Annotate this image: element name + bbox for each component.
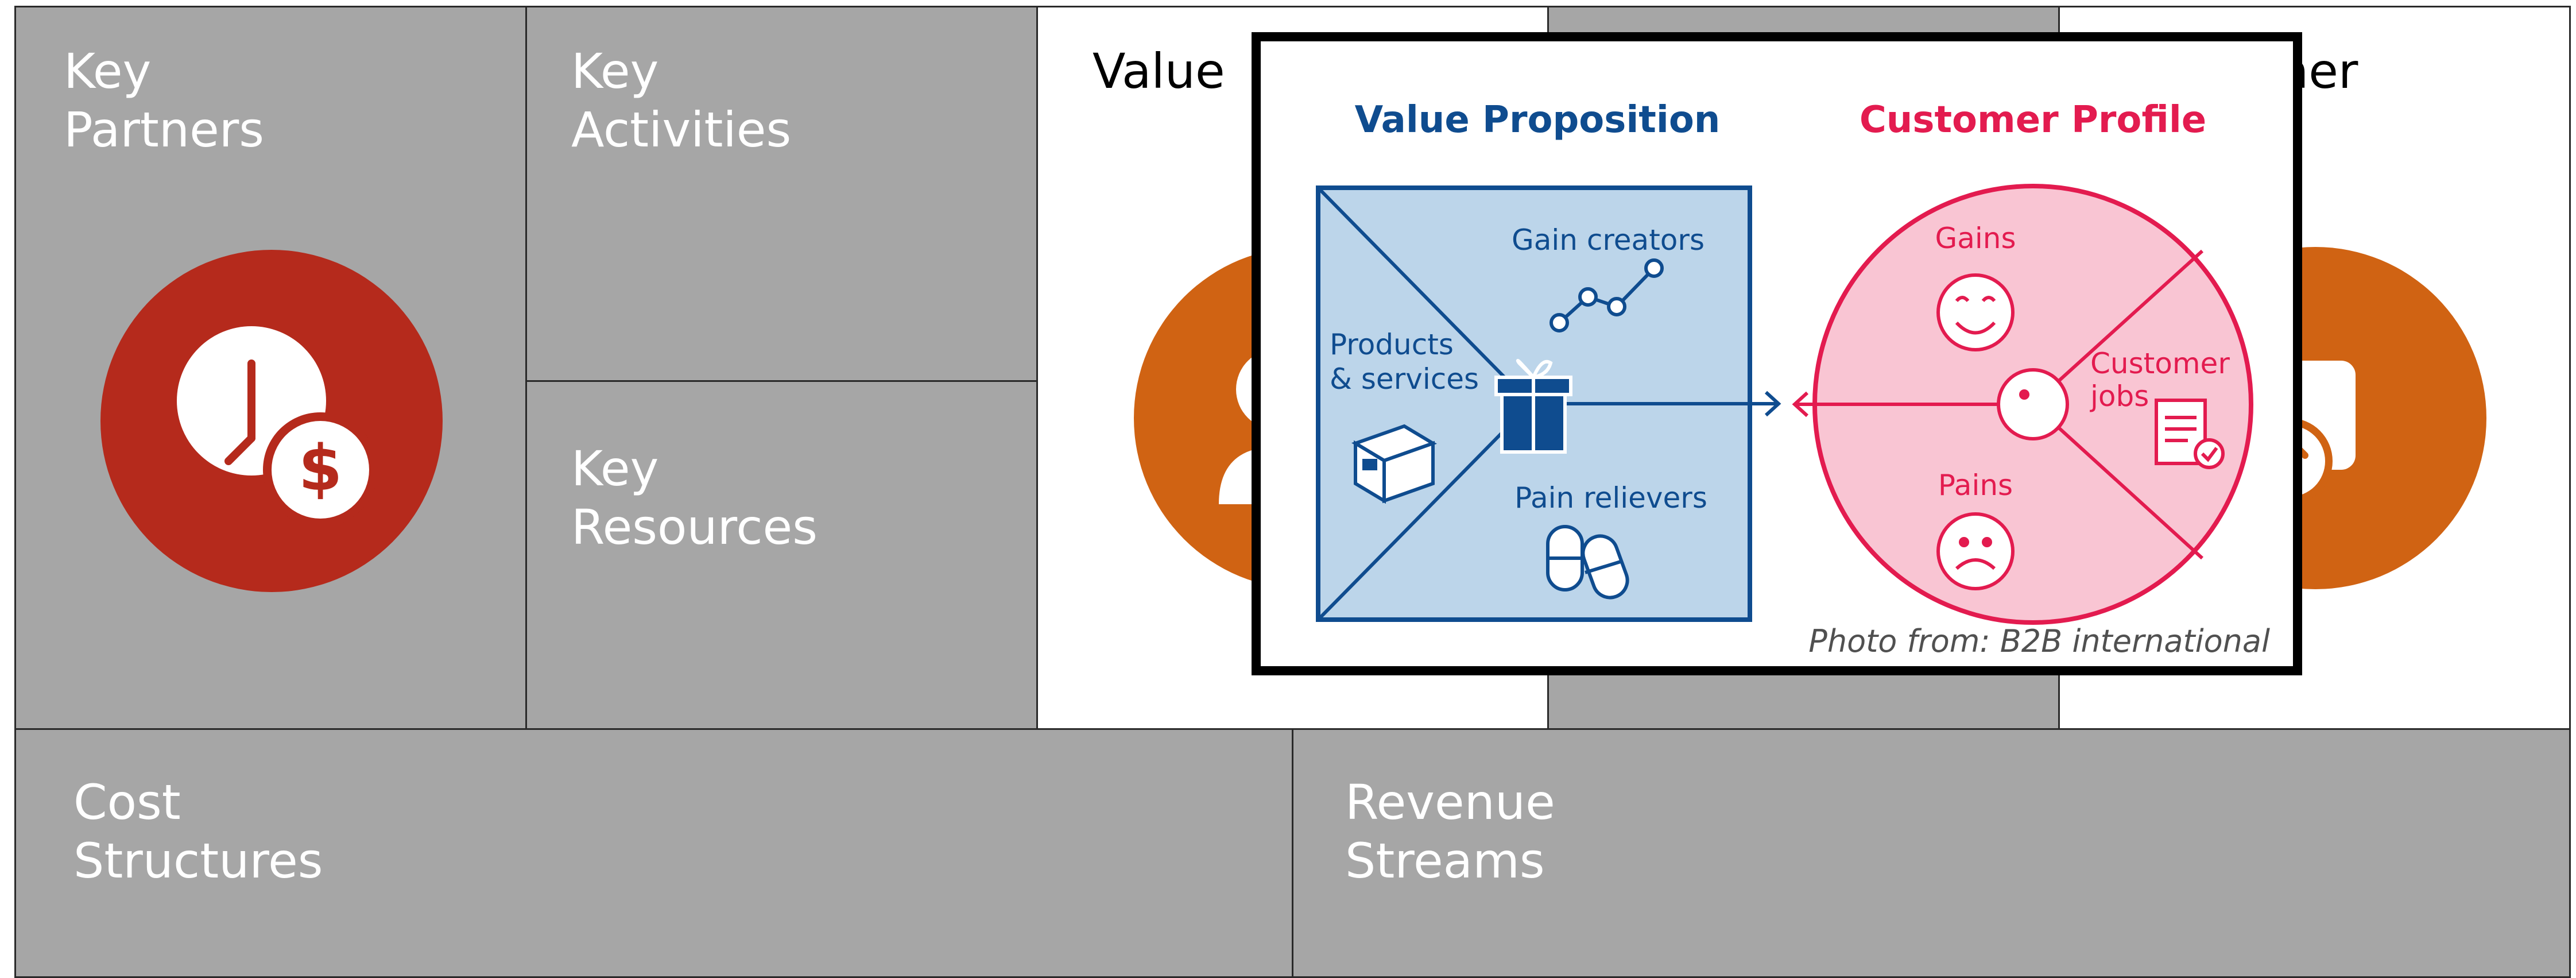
cost-structures-cell: Cost Structures [14, 728, 1293, 978]
value-proposition-canvas-image: Value Proposition Customer Profile Gain … [1252, 32, 2302, 675]
svg-text:$: $ [299, 431, 343, 505]
gain-creators-label: Gain creators [1512, 223, 1705, 257]
key-activities-title: Key Activities [571, 43, 792, 158]
customer-jobs-label-line2: jobs [2090, 380, 2149, 413]
pain-relievers-label: Pain relievers [1514, 481, 1707, 515]
clock-dollar-icon: $ [100, 250, 443, 592]
customer-face-icon [1997, 368, 2069, 440]
document-check-icon [2155, 399, 2225, 469]
key-partners-cell: Key Partners $ [14, 6, 527, 730]
pills-icon [1546, 525, 1629, 600]
customer-profile-title: Customer Profile [1860, 99, 2206, 141]
frown-icon [1936, 512, 2015, 590]
gains-label: Gains [1935, 222, 2016, 255]
key-activities-cell: Key Activities [525, 6, 1038, 382]
gain-creators-icon [1550, 258, 1664, 333]
customer-jobs-label-line1: Customer [2090, 347, 2230, 380]
key-partners-title: Key Partners [64, 43, 265, 158]
value-proposition-title: Value Proposition [1355, 99, 1721, 141]
value-proposition-diagram: Value Proposition Customer Profile Gain … [1316, 99, 2253, 625]
revenue-streams-title: Revenue Streams [1345, 774, 1555, 889]
boxes-icon [1351, 424, 1438, 504]
smile-icon [1936, 273, 2015, 351]
gift-icon [1494, 358, 1572, 454]
key-resources-title: Key Resources [571, 440, 818, 555]
pains-label: Pains [1938, 469, 2013, 502]
products-services-label-line1: Products [1330, 328, 1454, 361]
products-services-label-line2: & services [1330, 362, 1479, 396]
key-resources-cell: Key Resources [525, 380, 1038, 730]
cost-structures-title: Cost Structures [73, 774, 323, 889]
photo-caption: Photo from: B2B international [1808, 623, 2270, 659]
revenue-streams-cell: Revenue Streams [1292, 728, 2571, 978]
value-propositions-title: Value [1093, 43, 1225, 99]
